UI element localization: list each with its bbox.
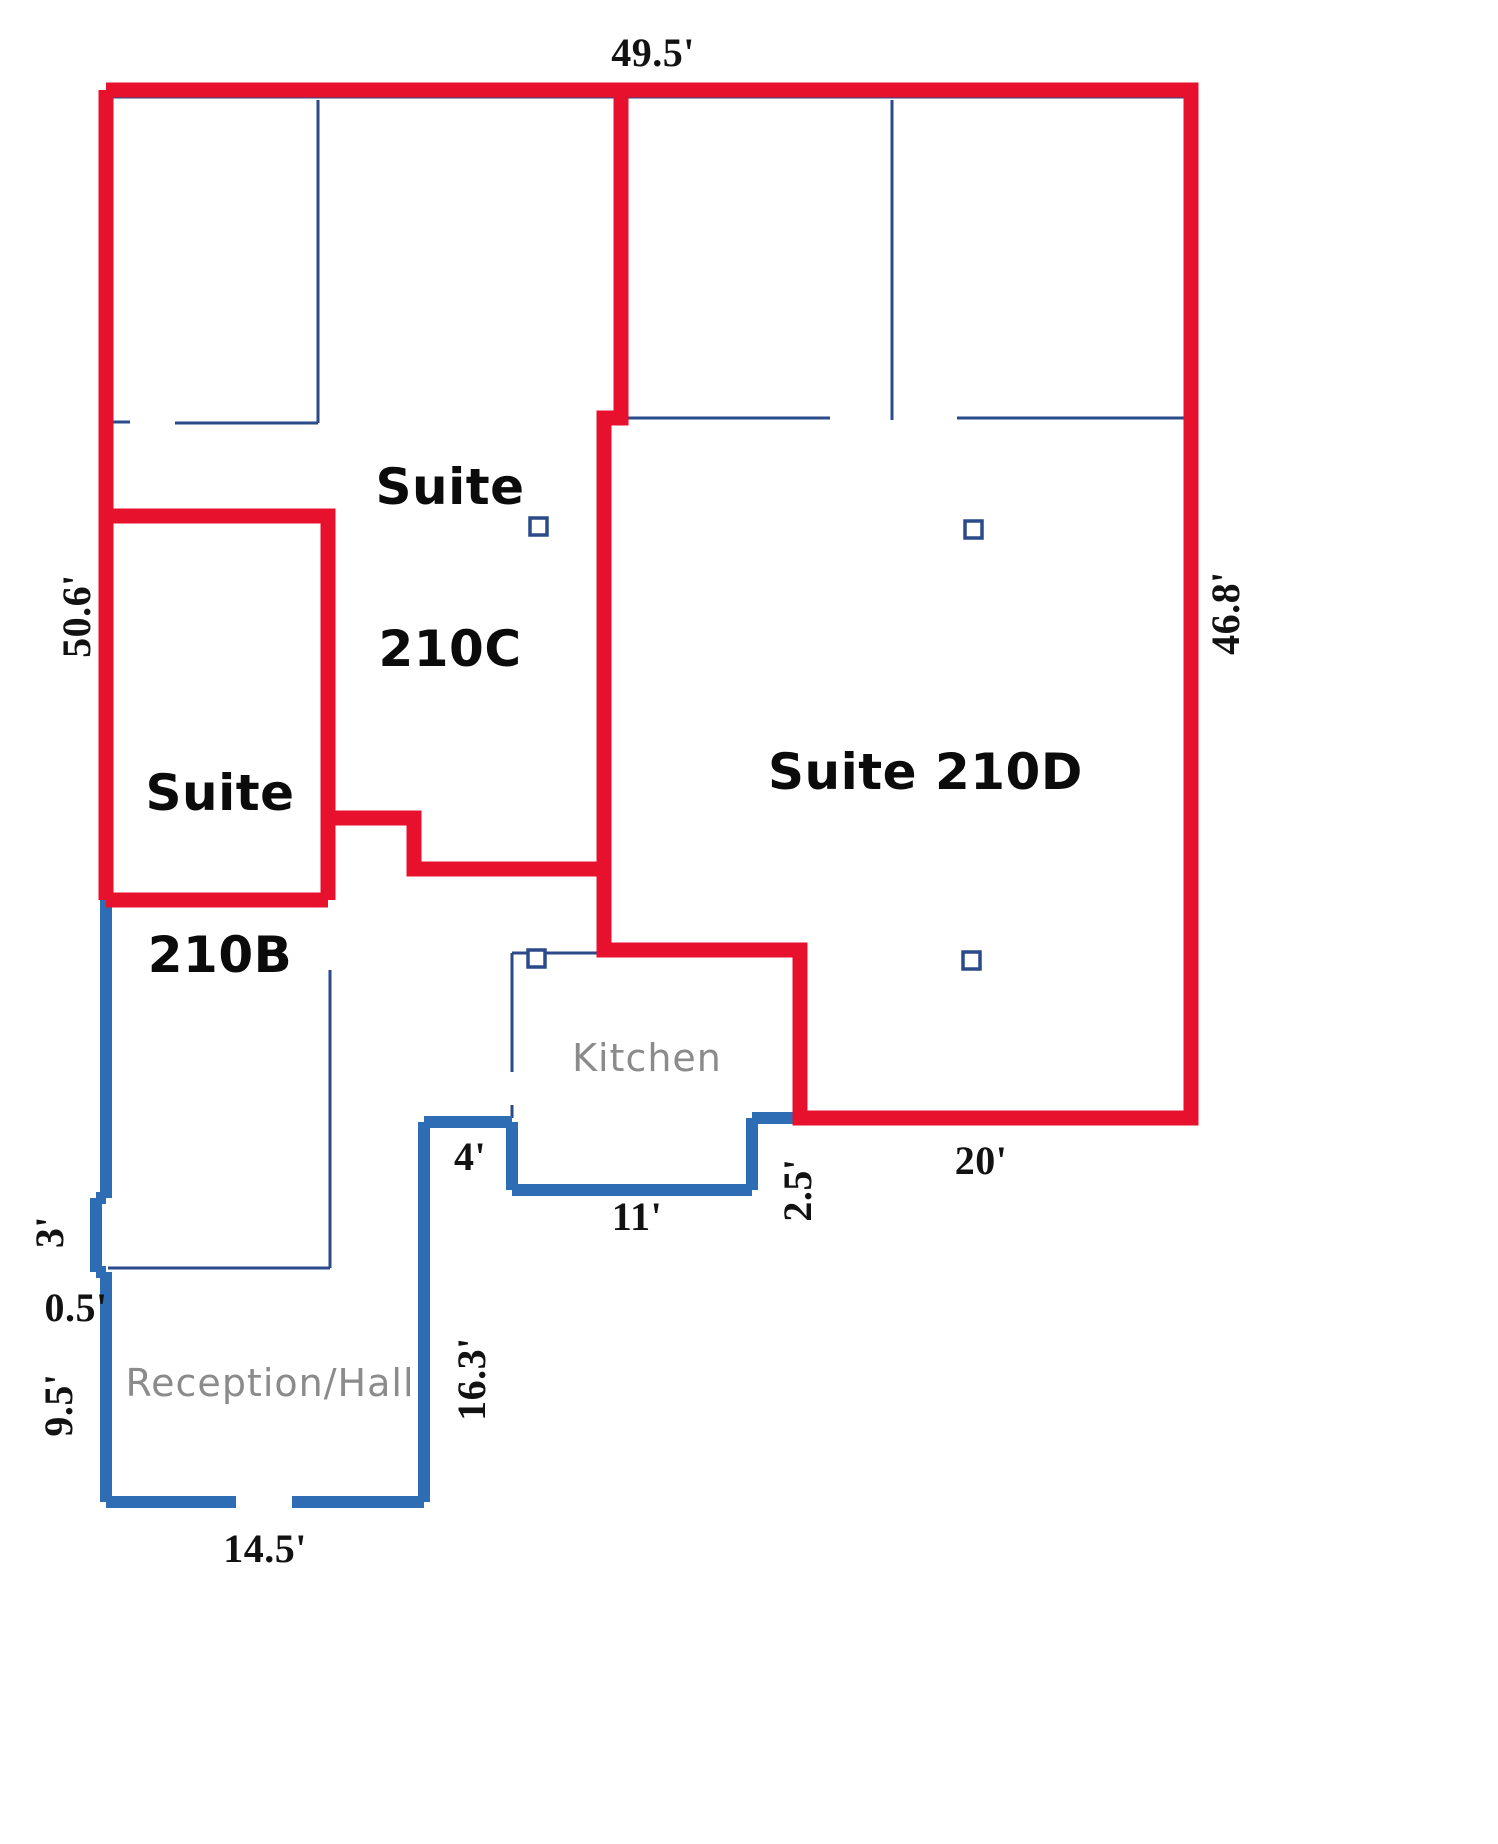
room-label-kitchen: Kitchen <box>572 1036 722 1080</box>
dimension-jog-2-5: 2.5' <box>775 1158 821 1222</box>
suite-210c-line2: 210C <box>378 620 522 678</box>
suite-210b-outline <box>106 508 604 877</box>
suite-label-210d: Suite 210D <box>768 637 1083 907</box>
leased-area-outline <box>98 82 1199 1126</box>
column-1 <box>528 516 549 537</box>
dimension-right-overall: 46.8' <box>1203 571 1249 655</box>
dimension-jog-3: 3' <box>27 1215 73 1249</box>
suite-210d-outline <box>106 82 1199 1126</box>
dimension-bottom-right: 20' <box>954 1138 1008 1183</box>
dimension-hall-right: 16.3' <box>449 1337 495 1421</box>
room-label-reception-hall: Reception/Hall <box>125 1361 415 1405</box>
dimension-left-overall: 50.6' <box>54 574 100 658</box>
suite-210d-line1: Suite 210D <box>768 743 1083 801</box>
column-2 <box>963 519 984 540</box>
suite-210c-line1: Suite <box>375 458 525 516</box>
dimension-hall-bottom: 14.5' <box>223 1526 307 1571</box>
dimension-top-overall: 49.5' <box>611 30 695 75</box>
dimension-hall-left: 9.5' <box>36 1373 82 1437</box>
dimension-jog-4: 4' <box>453 1134 487 1179</box>
column-4 <box>526 948 547 969</box>
column-3 <box>961 950 982 971</box>
suite-210b-line2: 210B <box>147 926 293 984</box>
dimension-bottom-mid: 11' <box>611 1194 663 1239</box>
dimension-jog-0-5: 0.5' <box>44 1285 108 1330</box>
suite-210b-line1: Suite <box>145 764 295 822</box>
suite-label-210b: Suite 210B <box>70 658 370 1090</box>
suite-label-210c: Suite 210C <box>300 352 600 784</box>
structural-columns <box>526 516 984 971</box>
